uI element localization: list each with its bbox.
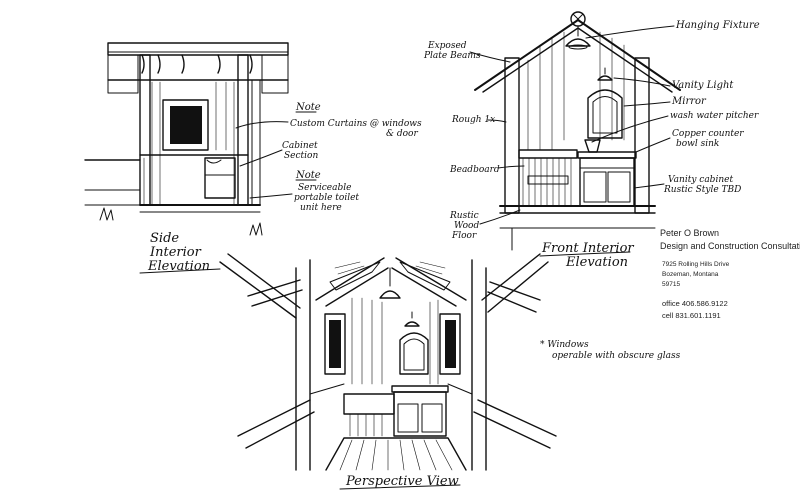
windows-note-line2: operable with obscure glass <box>552 351 681 361</box>
label-rustic-floor-1: Rustic <box>449 211 479 221</box>
wall-siding <box>151 81 235 206</box>
note2-line3: unit here <box>300 203 342 213</box>
note1-line1: Custom Curtains @ windows <box>290 119 422 129</box>
perspective-title: Perspective View <box>345 474 459 489</box>
cabinet-label-line1: Cabinet <box>282 141 318 151</box>
perspective-window-left <box>329 320 341 368</box>
note2-line1: Serviceable <box>298 183 351 193</box>
cell-phone: cell 831.601.1191 <box>662 311 721 320</box>
note1-heading: Note <box>295 102 321 113</box>
label-rough: Rough 1x <box>451 115 495 125</box>
address-zip: 59715 <box>662 281 680 288</box>
label-exposed-beams-2: Plate Beams <box>423 51 481 61</box>
front-elevation-labels: Hanging Fixture Exposed Plate Beams Vani… <box>423 20 760 270</box>
title-block: Peter O Brown Design and Construction Co… <box>660 228 800 320</box>
address-line2: Bozeman, Montana <box>662 271 719 278</box>
beadboard <box>522 157 572 207</box>
note1-line2: & door <box>386 129 418 139</box>
front-title-line1: Front Interior <box>541 241 634 256</box>
hanging-fixture-shape <box>565 38 591 47</box>
label-beadboard: Beadboard <box>449 165 500 175</box>
label-vanity-cabinet-1: Vanity cabinet <box>668 175 733 185</box>
label-exposed-beams-1: Exposed <box>427 41 467 51</box>
label-copper-counter-1: Copper counter <box>672 129 744 139</box>
office-phone: office 406.586.9122 <box>662 299 728 308</box>
vanity-mirror <box>587 89 623 139</box>
cabinet-label-line2: Section <box>284 151 318 161</box>
front-wall-boards <box>527 31 625 151</box>
label-rustic-floor-3: Floor <box>451 231 477 241</box>
front-elevation-drawing <box>474 11 681 251</box>
perspective-window-right <box>445 320 456 368</box>
designer-name: Peter O Brown <box>660 228 719 238</box>
perspective-wall-boards <box>351 297 439 385</box>
label-vanity-cabinet-2: Rustic Style TBD <box>663 185 741 195</box>
front-title-line2: Elevation <box>565 255 628 270</box>
roof-slats <box>334 261 446 275</box>
label-hanging-fixture: Hanging Fixture <box>675 20 760 31</box>
note2-heading: Note <box>295 170 321 181</box>
perspective-labels: Perspective View * Windows operable with… <box>339 340 681 490</box>
windows-note-line1: * Windows <box>540 340 589 350</box>
label-vanity-light: Vanity Light <box>672 80 734 91</box>
rafter-tails <box>107 54 289 94</box>
side-elevation-drawing <box>84 42 289 236</box>
side-elevation-labels: Note Custom Curtains @ windows & door Ca… <box>139 102 422 274</box>
side-title-line1: Side <box>150 231 179 246</box>
label-mirror: Mirror <box>671 96 707 107</box>
label-copper-counter-2: bowl sink <box>676 139 719 149</box>
side-title-line2: Interior <box>149 245 202 260</box>
address-line1: 7925 Rolling Hills Drive <box>662 261 730 268</box>
side-window <box>170 106 202 144</box>
note2-line2: portable toilet <box>294 193 359 203</box>
label-wash-water: wash water pitcher <box>670 111 759 121</box>
perspective-beadboard <box>349 413 383 437</box>
label-rustic-floor-2: Wood <box>454 221 479 231</box>
perspective-drawing <box>219 253 557 471</box>
perspective-floorboards <box>339 439 453 471</box>
firm-name: Design and Construction Consultation <box>660 241 800 251</box>
